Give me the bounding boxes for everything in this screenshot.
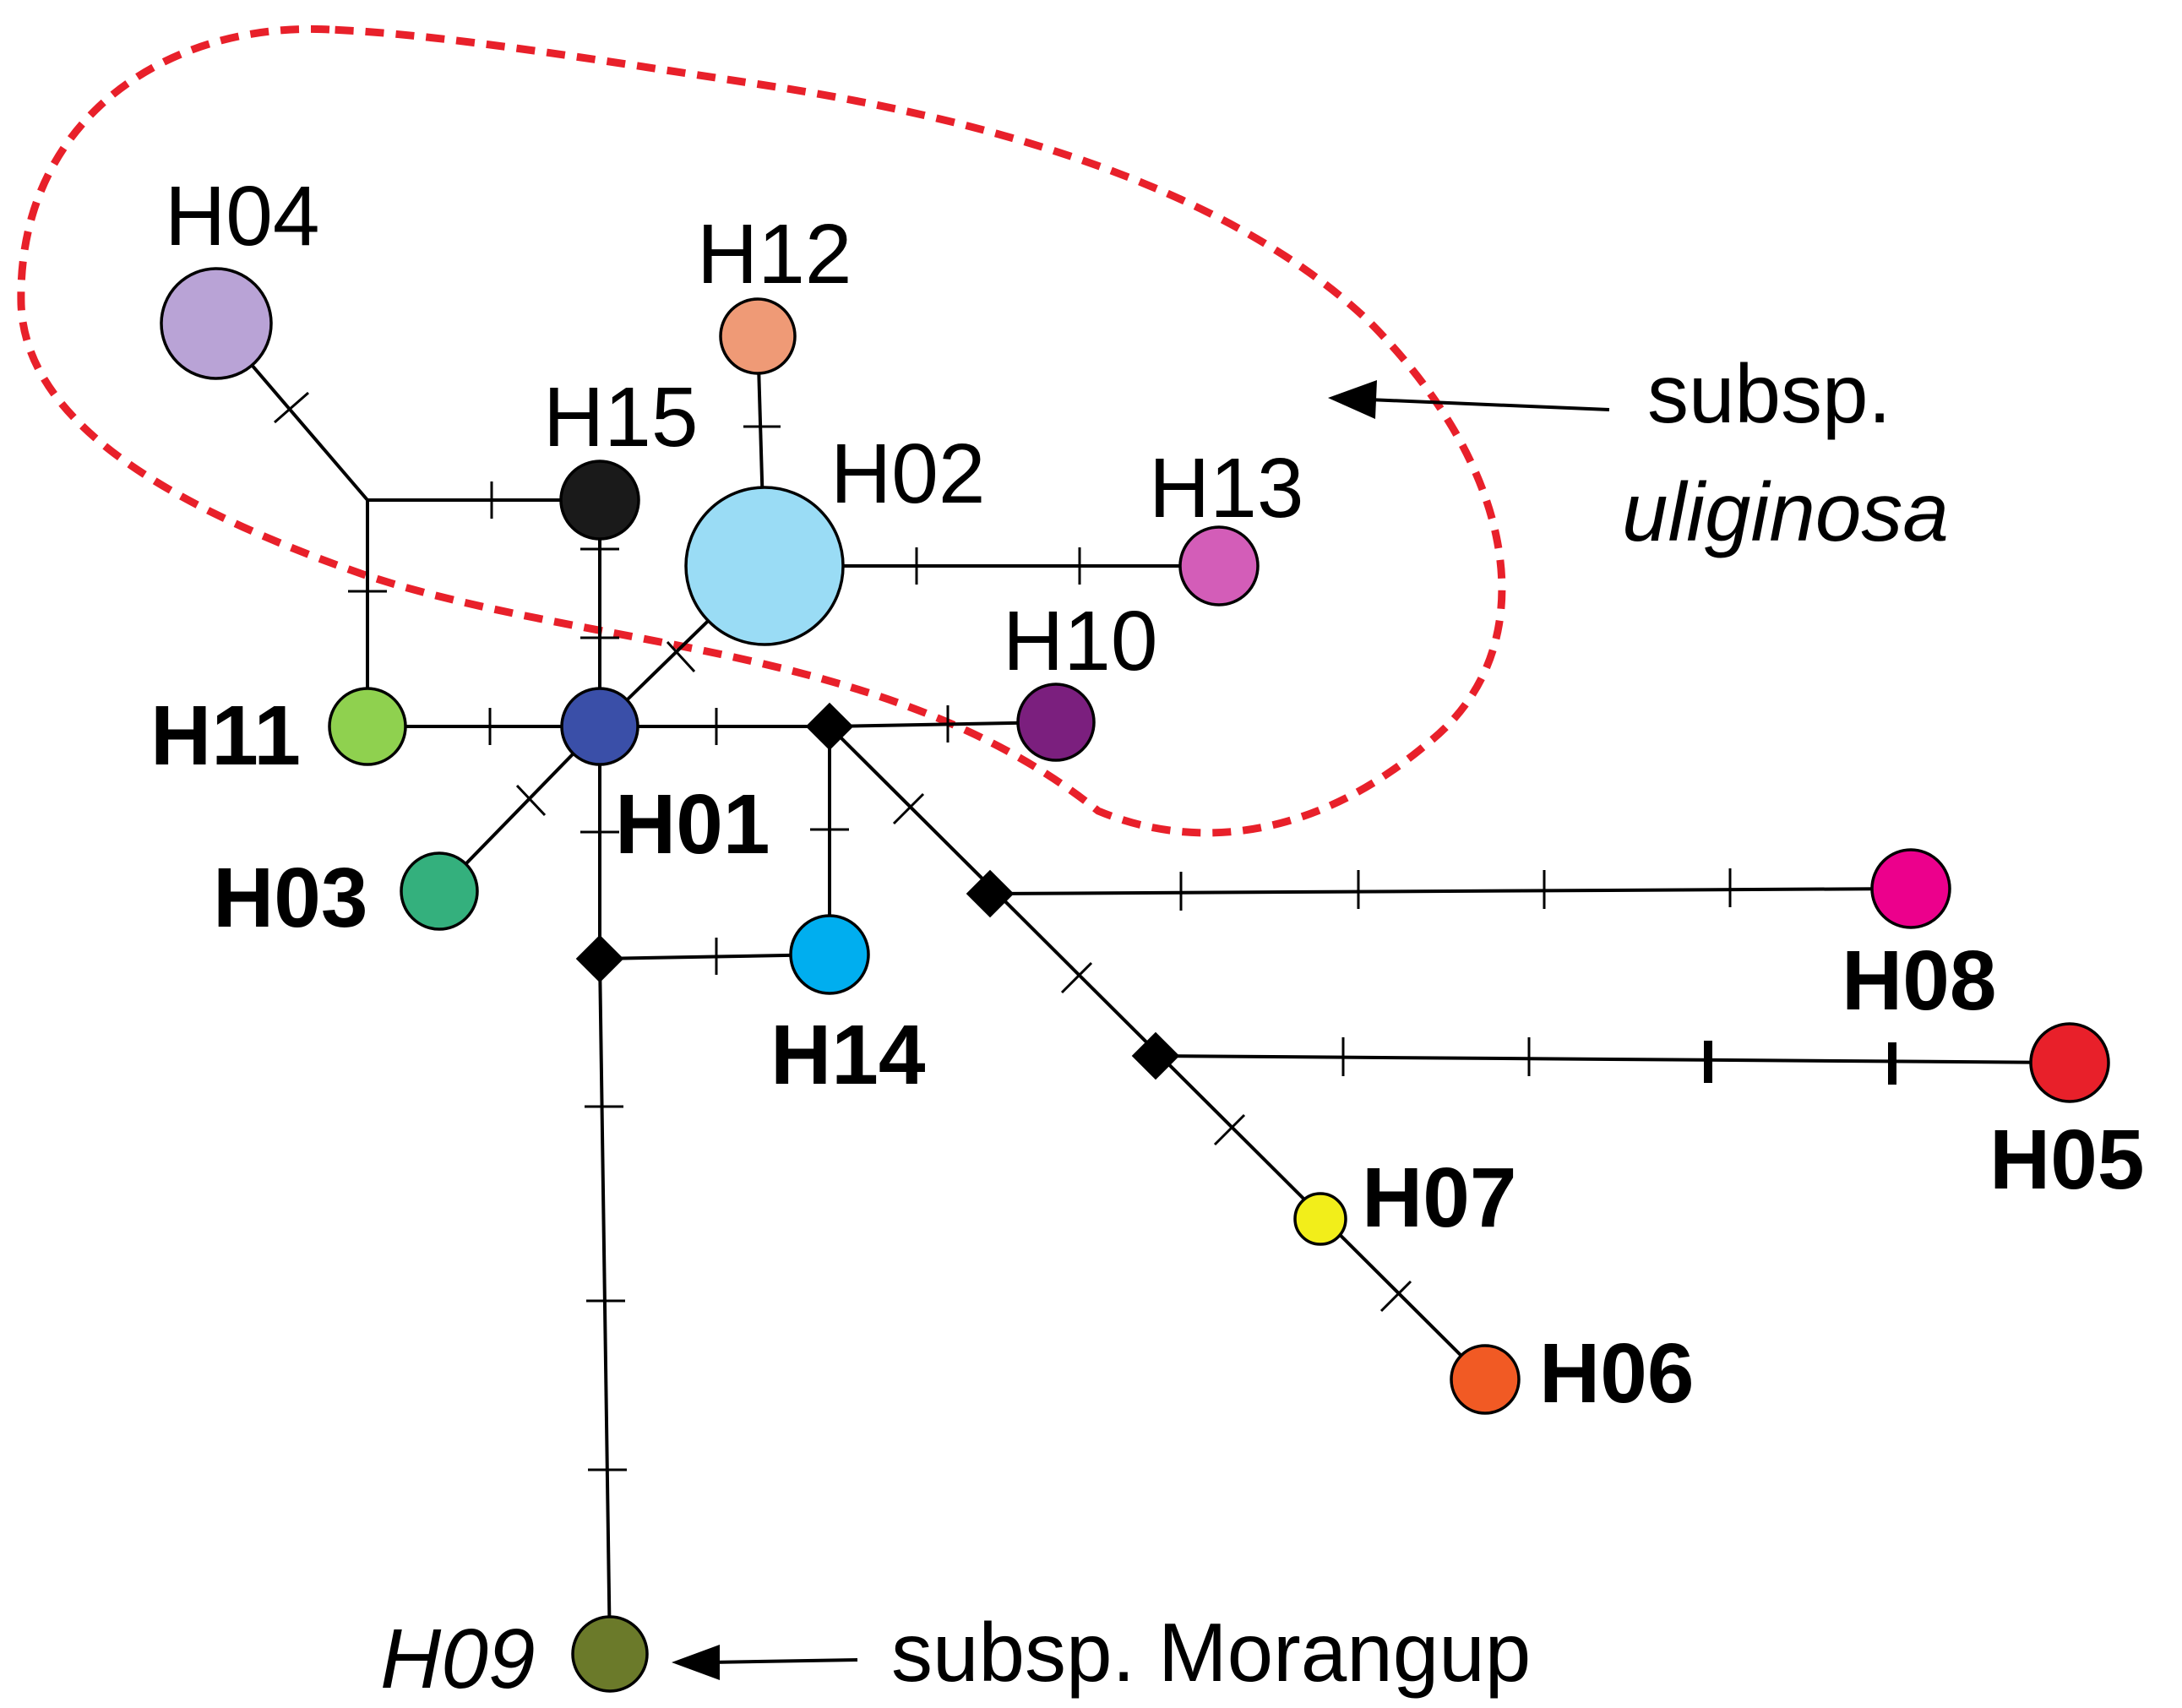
haplotype-node-h08 [1870, 848, 1951, 929]
label-h09: H09 [380, 1612, 535, 1706]
haplotype-node-h09 [571, 1615, 649, 1693]
haplotype-node-h11 [328, 687, 407, 766]
mutation-tick [892, 792, 925, 825]
median-vector-diamond [1131, 1031, 1180, 1080]
label-h05: H05 [1989, 1112, 2144, 1207]
mutation-tick [1213, 1113, 1246, 1146]
uliginosa-cluster-outline [17, 24, 1506, 837]
label-h14: H14 [770, 1008, 926, 1102]
haplotype-node-h10 [1016, 683, 1096, 762]
haplotype-node-h14 [789, 914, 870, 995]
label-h02: H02 [830, 427, 985, 521]
label-h04: H04 [165, 169, 319, 264]
annotation-uliginosa-line2: uliginosa [1622, 465, 1949, 558]
label-h12: H12 [697, 207, 852, 302]
annotation-uliginosa-line1: subsp. [1647, 347, 1891, 440]
label-h08: H08 [1842, 933, 1996, 1028]
haplotype-nodes [160, 267, 2110, 1693]
label-h13: H13 [1149, 441, 1303, 536]
haplotype-node-h06 [1450, 1344, 1521, 1415]
haplotype-node-h07 [1293, 1192, 1347, 1246]
label-h11: H11 [150, 688, 301, 783]
arrow-uliginosa [1368, 398, 1610, 411]
haplotype-node-h05 [2029, 1022, 2110, 1103]
mutation-tick [666, 640, 696, 673]
edge-median2-h09 [598, 958, 612, 1655]
mutation-tick [1379, 1280, 1412, 1313]
label-h03: H03 [213, 851, 367, 945]
haplotype-node-h02 [684, 486, 845, 646]
label-h06: H06 [1539, 1326, 1694, 1421]
arrow-head-uliginosa [1328, 380, 1377, 419]
mutation-tick [515, 784, 547, 817]
haplotype-node-h03 [400, 851, 479, 931]
edge-median3-h08 [989, 887, 1912, 895]
mutation-tick [274, 391, 309, 424]
median-vector-diamond [966, 869, 1015, 918]
label-h01: H01 [615, 777, 770, 872]
haplotype-node-h04 [160, 267, 273, 380]
arrow-head-morangup [672, 1645, 720, 1680]
annotation-morangup: subsp. Morangup [891, 1606, 1531, 1699]
label-h10: H10 [1003, 594, 1157, 688]
haplotype-node-h15 [559, 460, 640, 541]
label-h07: H07 [1362, 1150, 1516, 1245]
haplotype-node-h13 [1178, 525, 1260, 607]
arrow-morangup [709, 1658, 858, 1664]
edge-median4-h05 [1155, 1054, 2070, 1064]
haplotype-labels: H04 H12 H15 H02 H13 H10 H11 H01 H03 H14 … [150, 169, 2144, 1706]
annotations: subsp. uliginosa subsp. Morangup [672, 347, 1949, 1699]
median-vector-diamond [575, 934, 624, 983]
haplotype-node-h12 [719, 297, 797, 375]
mutation-tick [1060, 961, 1093, 994]
label-h15: H15 [543, 370, 698, 465]
haplotype-node-h01 [560, 687, 639, 766]
